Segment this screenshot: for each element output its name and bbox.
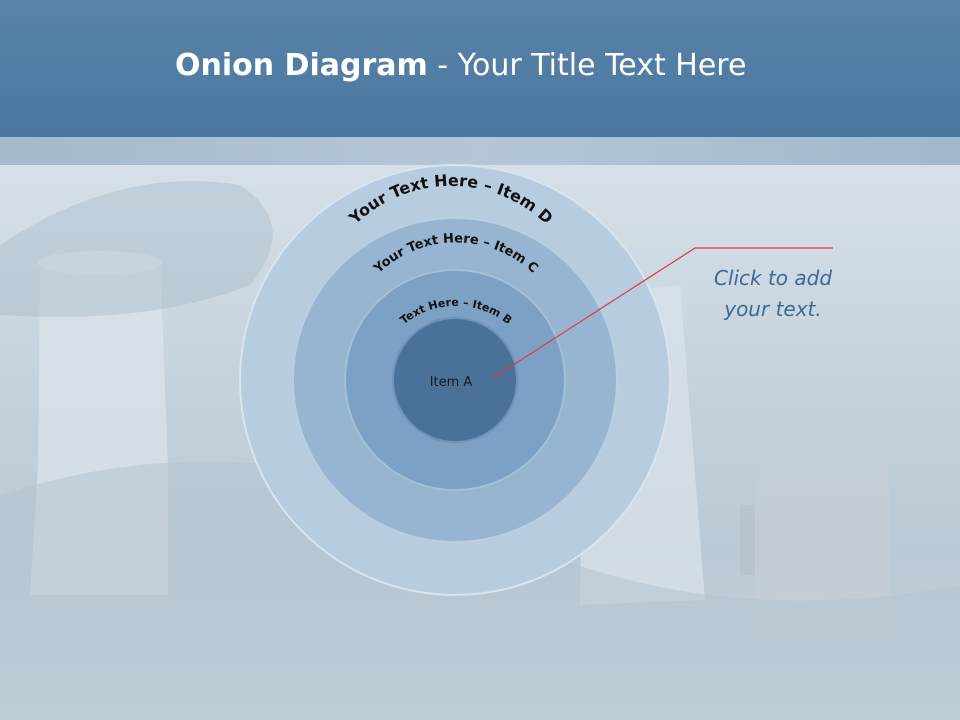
layer-a-label: Item A [430, 375, 473, 390]
title-rest: - Your Title Text Here [427, 48, 747, 83]
callout-line-1: Click to add [713, 266, 833, 290]
building-side [740, 505, 755, 575]
title-bold: Onion Diagram [175, 48, 428, 83]
layer-a-core[interactable] [392, 317, 518, 443]
wave-crest [0, 181, 273, 317]
cooling-tower-rim [38, 251, 162, 275]
callout-text[interactable]: Click to add your text. [690, 263, 856, 325]
title-bar: Onion Diagram - Your Title Text Here [0, 0, 960, 137]
callout-leader-line [492, 247, 833, 379]
callout-line-2: your text. [724, 297, 822, 321]
slide-title[interactable]: Onion Diagram - Your Title Text Here [175, 48, 746, 83]
header-band [0, 137, 960, 165]
